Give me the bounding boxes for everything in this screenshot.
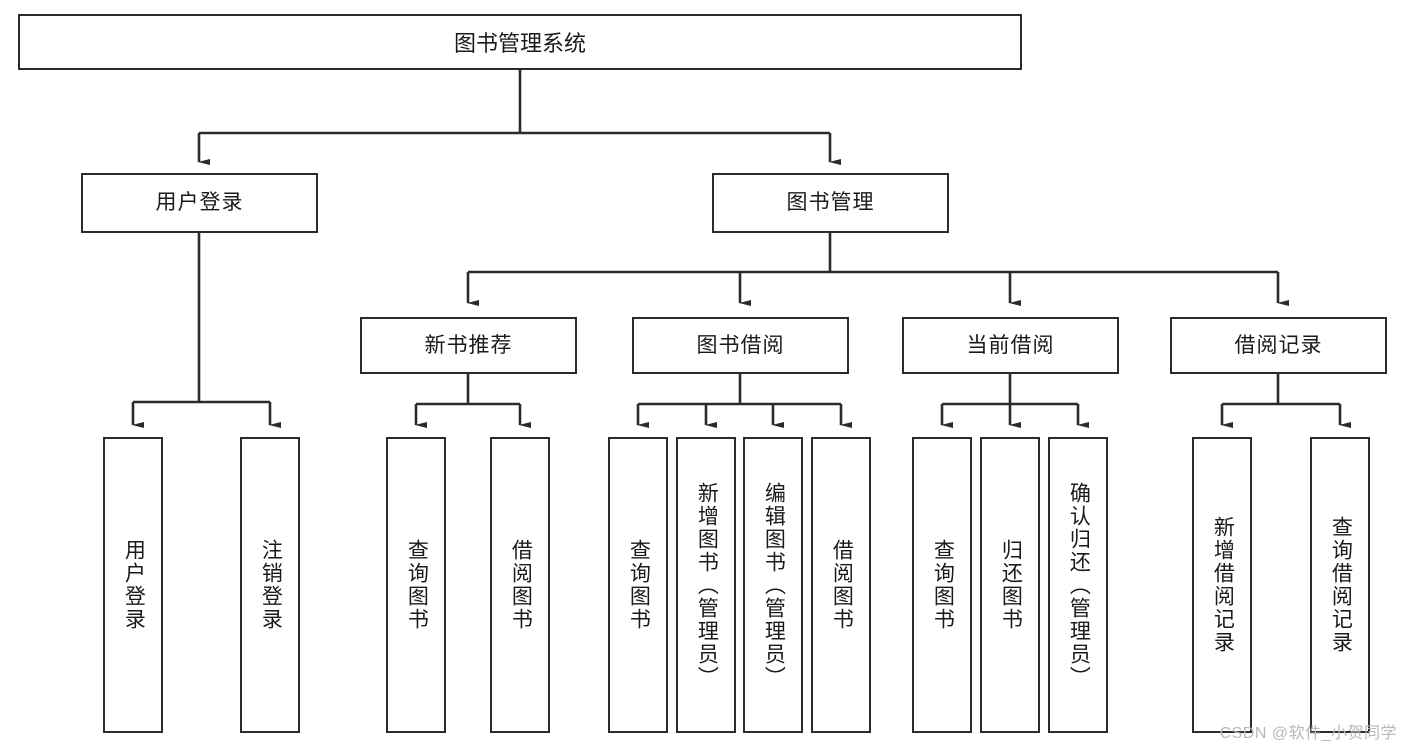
leaf-query-book-1[interactable]: 查询图书 (386, 437, 446, 733)
node-borrow-record-label: 借阅记录 (1234, 333, 1323, 357)
leaf-borrow-book-1-label: 借阅图书 (509, 539, 533, 631)
leaf-query-book-2-label: 查询图书 (627, 539, 651, 631)
leaf-user-logout-label: 注销登录 (259, 539, 283, 631)
leaf-edit-book-label: 编辑图书（管理员） (762, 481, 786, 689)
leaf-query-book-2[interactable]: 查询图书 (608, 437, 668, 733)
leaf-query-book-3[interactable]: 查询图书 (912, 437, 972, 733)
node-new-book-rec-label: 新书推荐 (424, 333, 513, 357)
leaf-confirm-return[interactable]: 确认归还（管理员） (1048, 437, 1108, 733)
node-book-borrow[interactable]: 图书借阅 (632, 317, 849, 374)
node-book-manage[interactable]: 图书管理 (712, 173, 949, 233)
node-user-login[interactable]: 用户登录 (81, 173, 318, 233)
node-user-login-label: 用户登录 (155, 191, 244, 215)
leaf-query-record-label: 查询借阅记录 (1329, 516, 1353, 654)
node-borrow-record[interactable]: 借阅记录 (1170, 317, 1387, 374)
leaf-user-logout[interactable]: 注销登录 (240, 437, 300, 733)
leaf-edit-book[interactable]: 编辑图书（管理员） (743, 437, 803, 733)
leaf-add-book-label: 新增图书（管理员） (695, 481, 719, 689)
leaf-query-record[interactable]: 查询借阅记录 (1310, 437, 1370, 733)
leaf-confirm-return-label: 确认归还（管理员） (1067, 481, 1091, 689)
node-book-borrow-label: 图书借阅 (696, 333, 785, 357)
leaf-add-book[interactable]: 新增图书（管理员） (676, 437, 736, 733)
leaf-borrow-book-2[interactable]: 借阅图书 (811, 437, 871, 733)
node-root[interactable]: 图书管理系统 (18, 14, 1022, 70)
leaf-user-login[interactable]: 用户登录 (103, 437, 163, 733)
node-new-book-rec[interactable]: 新书推荐 (360, 317, 577, 374)
leaf-return-book[interactable]: 归还图书 (980, 437, 1040, 733)
leaf-add-record[interactable]: 新增借阅记录 (1192, 437, 1252, 733)
csdn-watermark: CSDN @软件_小贺同学 (1219, 725, 1397, 742)
node-book-manage-label: 图书管理 (786, 191, 875, 215)
leaf-add-record-label: 新增借阅记录 (1211, 516, 1235, 654)
leaf-borrow-book-1[interactable]: 借阅图书 (490, 437, 550, 733)
leaf-user-login-label: 用户登录 (122, 539, 146, 631)
leaf-query-book-3-label: 查询图书 (931, 539, 955, 631)
leaf-query-book-1-label: 查询图书 (405, 539, 429, 631)
leaf-return-book-label: 归还图书 (999, 539, 1023, 631)
node-root-label: 图书管理系统 (453, 31, 586, 56)
leaf-borrow-book-2-label: 借阅图书 (830, 539, 854, 631)
node-current-borrow[interactable]: 当前借阅 (902, 317, 1119, 374)
node-current-borrow-label: 当前借阅 (966, 333, 1055, 357)
